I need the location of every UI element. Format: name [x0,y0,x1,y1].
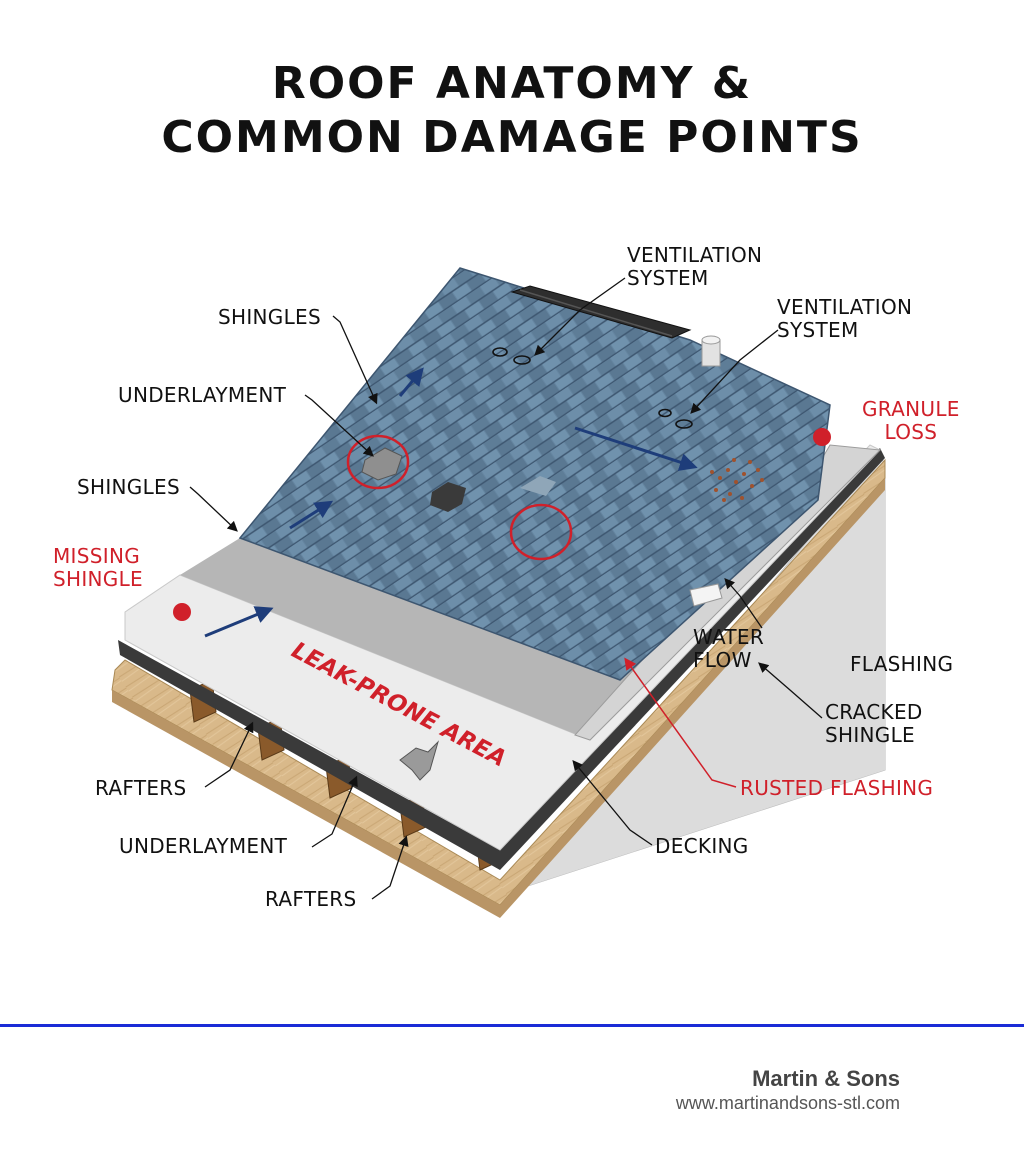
company-url[interactable]: www.martinandsons-stl.com [675,1093,900,1113]
damage-circle-underlayment [346,434,410,490]
leader-ventilation-top [534,277,626,356]
gutter-fitting [689,583,723,607]
label-decking: DECKING [655,834,749,858]
leader-rusted-flashing [624,657,737,788]
damage-circle-cracked [509,503,573,561]
missing-shingle-patch [430,482,466,512]
leader-cracked-shingle [758,662,823,719]
crack-mark [399,740,440,781]
title-line-2: COMMON DAMAGE POINTS [161,112,863,163]
leader-underlayment-top [304,394,374,457]
label-underlayment-bottom: UNDERLAYMENT [119,834,288,858]
leader-underlayment-bottom [311,775,358,848]
label-rafters-top: RAFTERS [95,776,187,800]
title-line-1: ROOF ANATOMY & [271,58,753,109]
leader-water-flow [724,578,763,629]
vent-openings [492,347,693,429]
leader-ventilation-right [690,329,779,414]
decking-base [111,458,886,906]
leader-rafters-bottom [371,835,409,900]
label-underlayment-top: UNDERLAYMENT [118,383,287,407]
shingle-field [238,267,831,681]
leader-decking [572,759,653,846]
granule-loss-dot [813,428,831,446]
label-shingles-mid: SHINGLES [77,475,180,499]
granule-loss-dots [710,458,764,502]
leader-shingles-mid [189,486,238,532]
label-shingles-top: SHINGLES [218,305,321,329]
ridge-vent [510,285,692,339]
water-flow-arrows [204,367,698,638]
footer-brand: Martin & Sons www.martinandsons-stl.com [676,1066,900,1114]
footer-divider [0,1024,1024,1027]
label-flashing: FLASHING [850,652,954,676]
missing-shingle-dot [173,603,191,621]
label-rusted-flashing: RUSTED FLASHING [740,776,934,800]
roof-illustration: LEAK-PRONE AREA [111,267,886,918]
leader-shingles-top [332,315,378,405]
pipe-vent [701,335,721,367]
label-rafters-bottom: RAFTERS [265,887,357,911]
company-name: Martin & Sons [752,1066,900,1091]
leader-rafters-top [204,721,254,788]
flashing-strip [574,444,882,741]
